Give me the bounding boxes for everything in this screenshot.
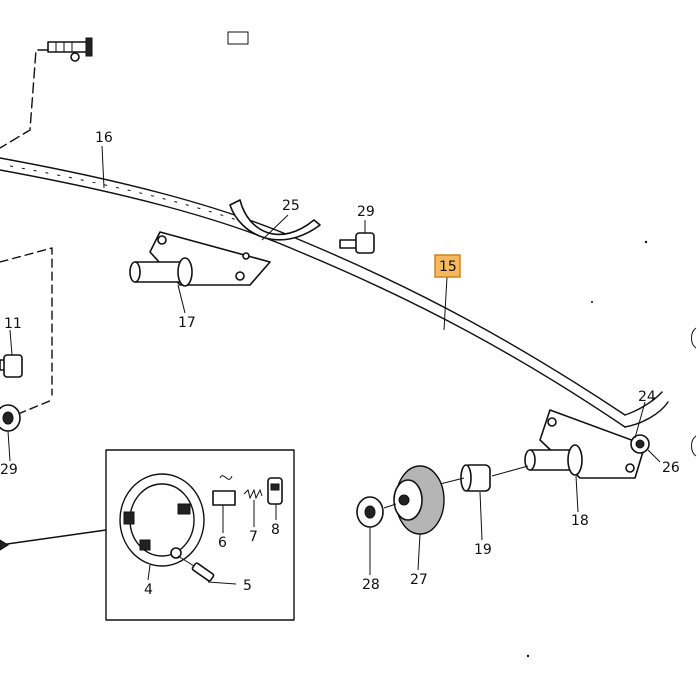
dot [591,301,593,303]
label-24: 24 [638,389,656,405]
pin-5 [170,547,215,582]
bracket-17 [129,231,271,287]
detail-box [0,449,295,621]
label-29-upper: 29 [357,204,375,220]
clip-8 [267,477,283,505]
label-11: 11 [4,316,22,332]
label-28: 28 [362,577,380,593]
left-inset [0,247,53,432]
dot [526,654,530,658]
dashed-leader-top [0,49,49,149]
block-6 [212,475,236,506]
bracket-18 [524,409,646,479]
edge-mark-2 [691,435,697,457]
label-5: 5 [243,578,252,594]
dot [644,240,648,244]
label-26: 26 [662,460,680,476]
bushing-19 [460,464,491,492]
washer-29-left [0,404,21,432]
label-8: 8 [271,522,280,538]
label-27: 27 [410,572,428,588]
label-16: 16 [95,130,113,146]
edge-mark-1 [691,327,697,349]
label-15: 15 [439,259,457,275]
label-7: 7 [249,529,258,545]
disc-27 [393,465,445,535]
label-25: 25 [282,198,300,214]
part-labels: 16 25 29 15 17 11 29 24 26 18 19 27 28 6… [0,130,680,598]
nut-26 [630,434,650,454]
top-bolt [47,37,93,62]
nut-11 [0,354,23,378]
leaders [7,145,661,585]
label-18: 18 [571,513,589,529]
clip-25 [229,199,321,241]
highlight-15 [434,254,461,278]
nut-28 [356,496,384,528]
corner-mark [227,31,249,45]
label-4: 4 [144,582,153,598]
label-19: 19 [474,542,492,558]
bolt-29-upper [339,232,375,254]
spring-7 [243,488,263,500]
label-29-left: 29 [0,462,18,478]
label-6: 6 [218,535,227,551]
rod [0,157,669,428]
brake-shoe-4 [119,473,205,567]
label-17: 17 [178,315,196,331]
